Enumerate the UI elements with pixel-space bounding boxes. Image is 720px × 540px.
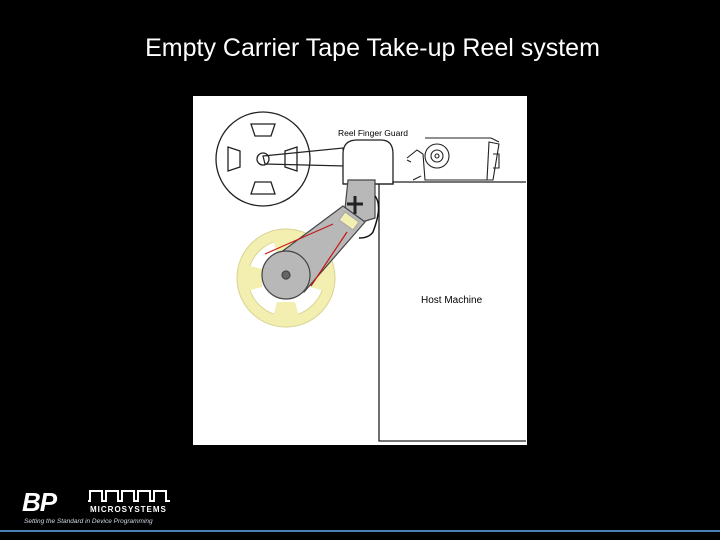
footer: BP MICROSYSTEMS Setting the Standard in …: [0, 481, 720, 540]
reel-system-diagram: Reel Finger Guard Host Machine: [215, 111, 526, 442]
logo-wave-icon: [88, 490, 170, 502]
logo-letters: BP: [22, 487, 57, 517]
drive-mechanism: [406, 137, 500, 181]
drive-belt: [264, 223, 348, 287]
logo-tagline: Setting the Standard in Device Programmi…: [24, 518, 153, 525]
diagram-panel: Reel Finger Guard Host Machine: [193, 96, 527, 445]
guard-arm: [262, 147, 346, 167]
host-machine-outline: [343, 181, 526, 442]
bp-microsystems-logo: BP MICROSYSTEMS Setting the Standard in …: [22, 487, 172, 527]
host-machine-label: Host Machine: [421, 295, 483, 306]
footer-accent-line: [0, 530, 720, 532]
supply-reel: [215, 111, 311, 207]
logo-brand: MICROSYSTEMS: [90, 505, 167, 514]
slide-title: Empty Carrier Tape Take-up Reel system: [145, 34, 600, 62]
take-up-arm: [261, 179, 380, 300]
reel-finger-guard: [342, 139, 394, 185]
guard-label: Reel Finger Guard: [338, 128, 408, 138]
